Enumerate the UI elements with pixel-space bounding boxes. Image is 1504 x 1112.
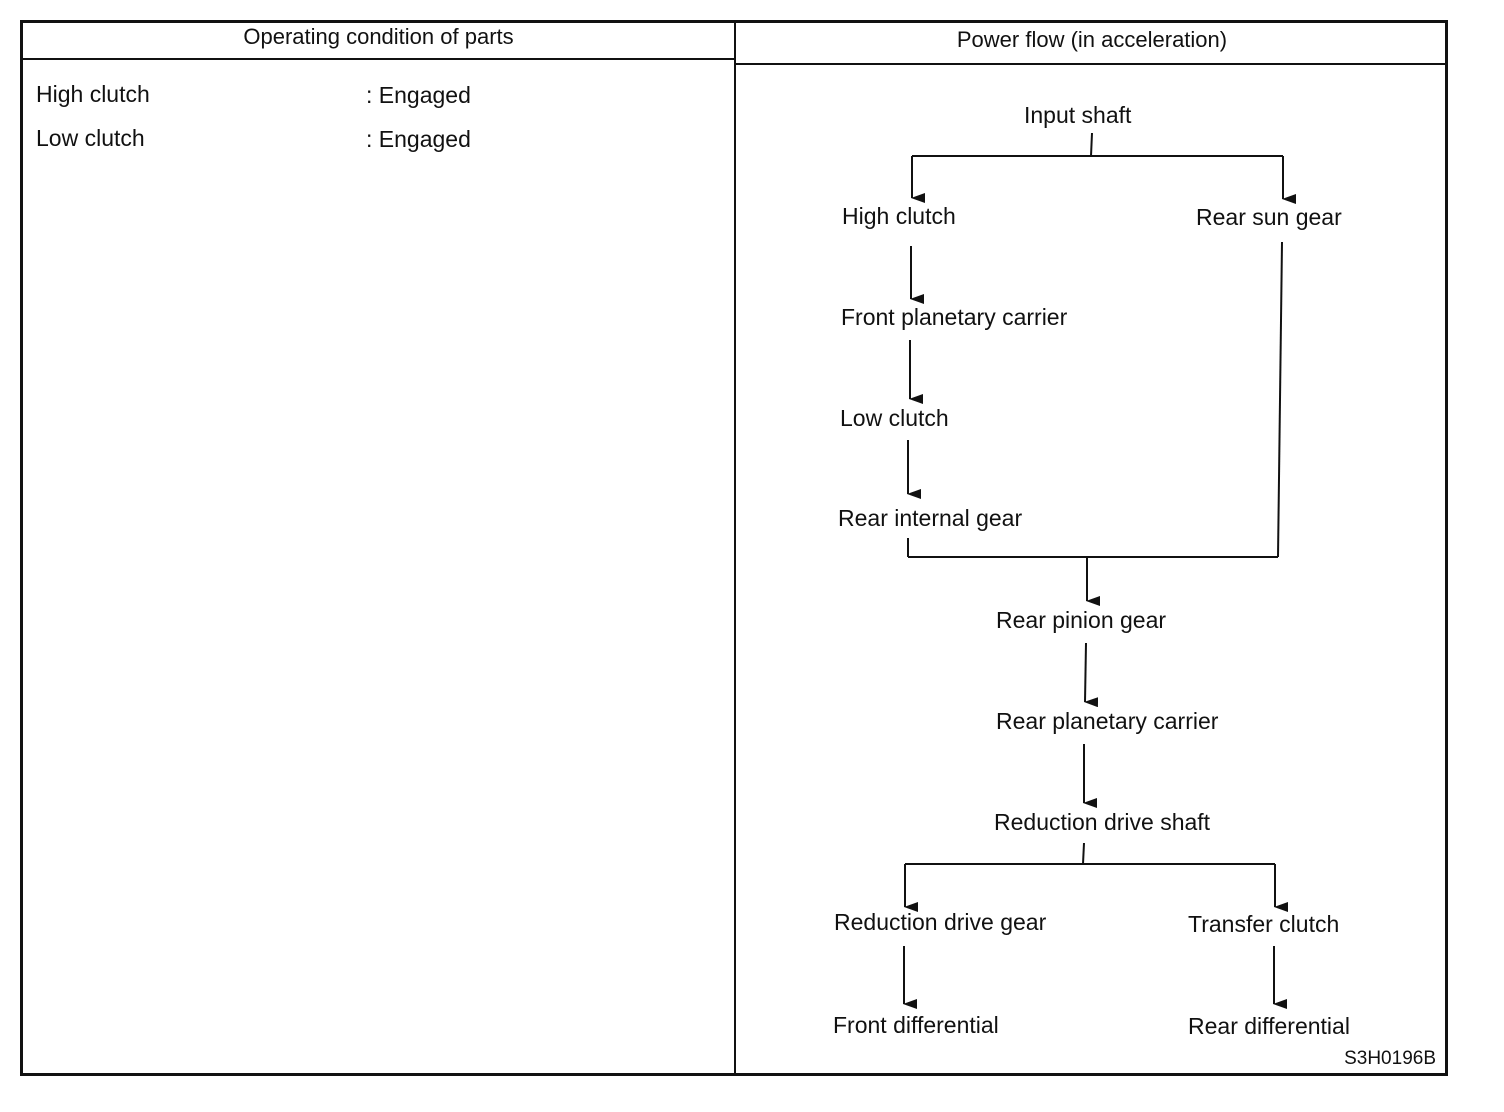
connector-shaft-stem (1082, 842, 1085, 865)
node-input-shaft: Input shaft (1024, 102, 1132, 128)
arrow-to-rear-planetary-carrier (1084, 642, 1099, 708)
condition-state-low-clutch: : Engaged (366, 126, 471, 152)
header-rule-right (736, 63, 1448, 65)
header-power-flow: Power flow (in acceleration) (956, 27, 1228, 52)
node-front-planetary-carrier: Front planetary carrier (841, 304, 1068, 330)
node-rear-pinion-gear: Rear pinion gear (996, 607, 1167, 633)
header-rule-left (20, 58, 736, 60)
node-rear-internal-gear: Rear internal gear (838, 505, 1023, 531)
node-high-clutch: High clutch (842, 203, 956, 229)
connector-sun-gear-down (1277, 241, 1283, 558)
node-reduction-drive-shaft: Reduction drive shaft (994, 809, 1211, 835)
node-low-clutch: Low clutch (840, 405, 949, 431)
column-divider (734, 20, 736, 1076)
connector-input-stem (1090, 132, 1093, 157)
condition-part-high-clutch: High clutch (36, 81, 150, 107)
condition-part-low-clutch: Low clutch (36, 125, 145, 151)
node-front-differential: Front differential (833, 1012, 999, 1038)
node-rear-differential: Rear differential (1188, 1013, 1350, 1039)
node-reduction-drive-gear: Reduction drive gear (834, 909, 1047, 935)
header-operating-condition: Operating condition of parts (243, 24, 514, 49)
node-rear-planetary-carrier: Rear planetary carrier (996, 708, 1219, 734)
node-rear-sun-gear: Rear sun gear (1196, 204, 1342, 230)
condition-state-high-clutch: : Engaged (366, 82, 471, 108)
figure-code: S3H0196B (1344, 1048, 1436, 1069)
node-transfer-clutch: Transfer clutch (1188, 911, 1340, 937)
